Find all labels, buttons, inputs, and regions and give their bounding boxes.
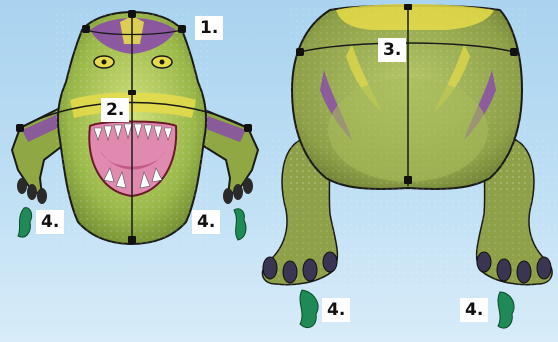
label-4-head-right: 4. <box>192 210 220 234</box>
label-4-body-left: 4. <box>322 298 350 322</box>
body-left-tail <box>300 290 318 328</box>
label-3: 3. <box>378 38 406 62</box>
label-4-head-left: 4. <box>36 210 64 234</box>
head-left-tail <box>18 208 32 237</box>
body-right-tail <box>498 292 514 328</box>
head-right-tail <box>234 209 246 240</box>
label-2: 2. <box>101 98 129 122</box>
dino-body-kite <box>262 4 558 328</box>
label-4-body-right: 4. <box>460 298 488 322</box>
label-1: 1. <box>195 16 223 40</box>
